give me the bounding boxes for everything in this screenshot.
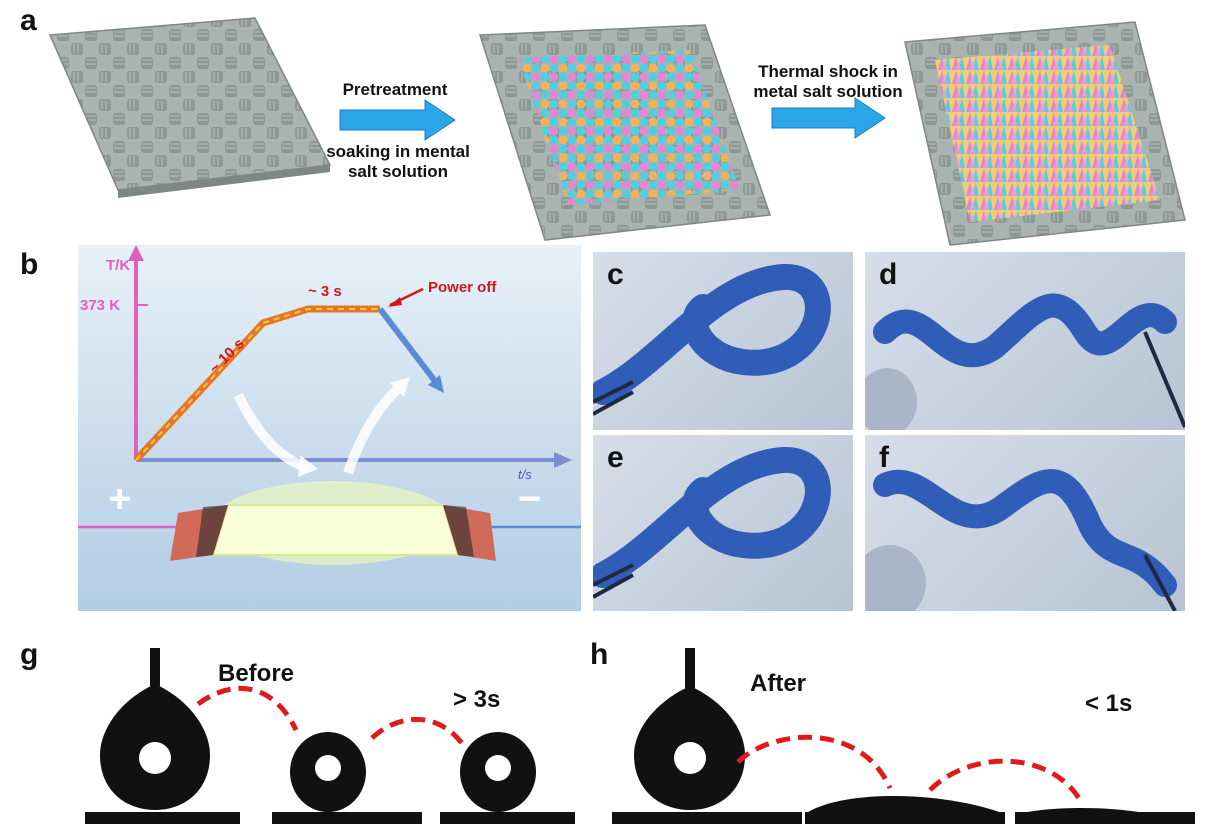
panel-g-h-droplets xyxy=(85,648,1195,824)
panel-label-g: g xyxy=(20,638,39,671)
seeded-fabric-icon xyxy=(478,24,772,241)
droplet-hanging-after-icon xyxy=(612,648,802,824)
step1-label-above: Pretreatment xyxy=(342,80,448,99)
panel-label-a: a xyxy=(20,4,37,37)
before-label: Before xyxy=(218,660,295,687)
step2-label-above: Thermal shock in metal salt solution xyxy=(753,62,903,102)
droplet-spread-after-2-icon xyxy=(1015,808,1195,824)
photo-f-twist: f xyxy=(865,435,1185,611)
positive-terminal: + xyxy=(108,477,132,521)
photo-d-twist: d xyxy=(865,252,1185,430)
transition-arc-g2 xyxy=(370,716,467,748)
plain-fabric-icon xyxy=(48,17,332,198)
cooling-curve xyxy=(377,307,441,387)
panel-label-e: e xyxy=(607,441,624,474)
transition-arc-h1 xyxy=(736,734,893,790)
transition-arc-g1 xyxy=(196,685,299,732)
panel-a-illustration xyxy=(48,17,1186,246)
photo-c-loop: c xyxy=(593,252,853,430)
droplet-spread-after-1-icon xyxy=(805,796,1005,824)
process-arrow-1-icon xyxy=(339,99,456,141)
panel-label-h: h xyxy=(590,638,609,671)
temperature-tick-label: 373 K xyxy=(80,297,121,314)
panel-b-schematic: T/K 373 K ~ 10 s ~ 3 s Power off t/s + − xyxy=(78,245,581,611)
process-arrow-2-icon xyxy=(771,97,886,139)
joule-heating-device-icon xyxy=(170,481,496,565)
panel-label-b: b xyxy=(20,248,39,281)
droplet-hanging-before-icon xyxy=(85,648,240,824)
droplet-sitting-before-1-icon xyxy=(272,732,422,824)
y-axis-label: T/K xyxy=(106,257,131,274)
temperature-profile-graph xyxy=(78,245,581,565)
photo-e-loop: e xyxy=(593,435,853,611)
panel-label-c: c xyxy=(607,258,624,291)
transition-arc-h2 xyxy=(928,758,1083,802)
negative-terminal: − xyxy=(518,477,542,521)
after-label: After xyxy=(750,670,807,697)
after-time-label: < 1s xyxy=(1085,690,1133,717)
heating-curve xyxy=(133,305,380,463)
hold-time-label: ~ 3 s xyxy=(308,283,342,300)
x-axis-label: t/s xyxy=(518,467,532,482)
panel-label-f: f xyxy=(879,441,889,474)
power-off-label: Power off xyxy=(428,279,497,296)
droplet-sitting-before-2-icon xyxy=(440,732,575,824)
step1-label-below: soaking in mental salt solution xyxy=(326,142,470,182)
before-time-label: > 3s xyxy=(453,686,501,713)
panel-label-d: d xyxy=(879,258,898,291)
nanoarray-fabric-icon xyxy=(904,21,1186,246)
